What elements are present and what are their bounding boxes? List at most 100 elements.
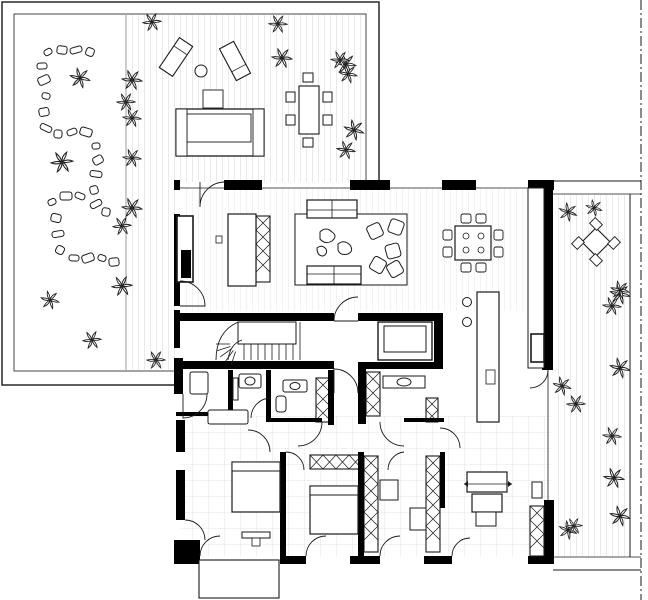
planting-stone (79, 126, 93, 138)
door-swing (179, 280, 206, 307)
planting-stone (38, 107, 50, 117)
hatched-block (529, 505, 545, 557)
plant-symbol (121, 148, 143, 168)
roof-dining-set (285, 72, 333, 148)
plant-symbol (120, 69, 144, 91)
plant-symbol (610, 280, 630, 300)
terrace-plants (552, 198, 631, 541)
door-swing (285, 451, 305, 471)
door-swing (333, 368, 359, 394)
planting-stone (74, 191, 86, 201)
door-swing (199, 535, 221, 557)
plant-symbol (270, 47, 294, 69)
left-bench-insert (181, 250, 191, 278)
planting-stone (92, 154, 104, 166)
roof-deck-strip (126, 187, 176, 370)
plant-symbol (337, 64, 359, 84)
kitchen-sink (485, 369, 496, 385)
plant-symbol (329, 50, 351, 70)
plant-symbol (343, 118, 365, 142)
planting-stone (39, 123, 53, 133)
kitchen-island (476, 291, 500, 423)
door-swing (297, 421, 323, 447)
plant-symbol (601, 426, 623, 446)
plant-symbol (110, 275, 134, 297)
planting-stone (89, 198, 103, 210)
hatched-block (315, 377, 331, 423)
planting-stone (81, 252, 95, 264)
plant-symbol (335, 140, 357, 160)
planting-stone (59, 191, 73, 201)
door-swing (184, 519, 206, 541)
media-cabinet (227, 213, 257, 287)
staircase (215, 321, 301, 366)
hatched-block (255, 215, 271, 283)
sun-lounger-right (218, 40, 252, 82)
terrace-dining-set (570, 216, 622, 268)
plant-symbol (115, 93, 137, 111)
hatched-block (365, 371, 381, 417)
planting-stone (36, 62, 48, 70)
outdoor-sofa (175, 89, 265, 157)
oven (530, 333, 545, 363)
plant-symbol (145, 351, 167, 369)
sun-lounger-left (158, 36, 194, 78)
plant-symbol (564, 517, 584, 535)
planting-stone (41, 92, 51, 100)
planting-stone (89, 170, 103, 178)
door-swing (199, 181, 226, 208)
plant-symbol (121, 108, 143, 128)
planting-stone (69, 45, 83, 55)
plant-symbol (49, 150, 75, 174)
plant-symbol (120, 197, 144, 219)
inner-walls (176, 313, 445, 562)
planting-stone (53, 129, 63, 139)
plant-symbol (565, 395, 587, 413)
planting-stone (51, 229, 65, 239)
side-table (194, 64, 208, 78)
door-swing (529, 369, 549, 389)
bathroom-fixtures (189, 371, 426, 425)
plant-symbol (609, 505, 631, 527)
planting-stone (68, 254, 80, 262)
planting-stone (97, 254, 107, 262)
planting-stone (101, 207, 111, 217)
door-swing (305, 535, 327, 557)
plant-symbol (40, 290, 60, 310)
planting-stone (50, 212, 62, 224)
utility-cabinet-inner (383, 325, 427, 353)
planting-stone (89, 185, 99, 195)
door-swing (379, 535, 401, 557)
small-outlet (215, 235, 223, 244)
lounge-area (294, 199, 408, 286)
door-swing (379, 421, 405, 447)
apartment (174, 180, 554, 599)
door-swing (439, 427, 461, 449)
planting-stones (36, 45, 120, 267)
planting-stone (108, 257, 120, 267)
planting-stone (85, 47, 95, 57)
bedroom-furniture (231, 461, 543, 547)
side-terrace (552, 0, 642, 600)
plant-symbol (141, 12, 163, 32)
planting-stone (56, 45, 68, 55)
plant-symbol (81, 330, 103, 350)
plant-symbol (585, 198, 603, 218)
hatched-block (425, 455, 441, 553)
entrance-porch (198, 559, 280, 599)
bar-stool-1 (462, 297, 472, 307)
planting-stone (54, 244, 66, 256)
door-swing (250, 397, 272, 419)
plant-symbol (111, 216, 133, 236)
plant-symbol (69, 67, 91, 89)
plant-symbol (558, 201, 578, 223)
planting-stone (47, 197, 57, 207)
door-swing (451, 537, 471, 557)
planting-stone (43, 47, 53, 57)
kitchen-counter (527, 187, 545, 369)
dining-set (442, 213, 504, 273)
bar-stool-2 (462, 317, 472, 327)
plant-symbol (609, 357, 631, 379)
